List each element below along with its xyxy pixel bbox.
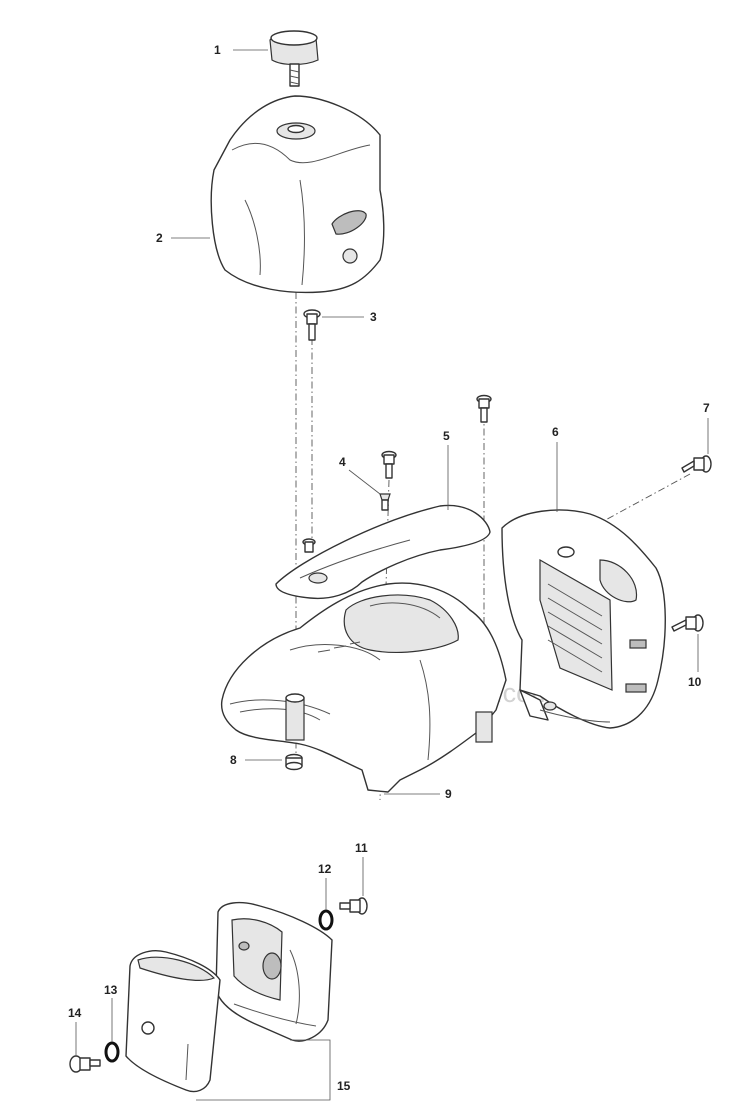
callout-12: 12 xyxy=(318,862,332,876)
callout-15: 15 xyxy=(337,1079,351,1093)
screws-top xyxy=(302,394,492,553)
leader-lines xyxy=(75,49,709,1101)
callout-1: 1 xyxy=(214,43,221,57)
part-11-screw xyxy=(339,897,368,915)
part-14-screw xyxy=(69,1055,101,1073)
callout-14: 14 xyxy=(68,1006,82,1020)
callouts: 1 2 3 4 5 6 7 8 9 10 11 12 13 14 15 xyxy=(68,43,710,1093)
part-7-screw xyxy=(681,455,712,473)
callout-8: 8 xyxy=(230,753,237,767)
part-8-spacer xyxy=(285,753,303,771)
callout-9: 9 xyxy=(445,787,452,801)
callout-10: 10 xyxy=(688,675,702,689)
part-10-screw xyxy=(671,614,704,632)
callout-7: 7 xyxy=(703,401,710,415)
part-1-cap xyxy=(269,30,319,87)
callout-11: 11 xyxy=(355,841,368,855)
part-5-handle-plate xyxy=(275,504,491,600)
callout-13: 13 xyxy=(104,983,118,997)
part-13-o-ring xyxy=(104,1041,120,1063)
part-3-screw xyxy=(303,309,321,341)
part-12-o-ring xyxy=(318,909,334,931)
part-15-cover-front xyxy=(125,950,221,1093)
callout-5: 5 xyxy=(443,429,450,443)
callout-3: 3 xyxy=(370,310,377,324)
part-15-housing-back xyxy=(215,901,333,1042)
callout-2: 2 xyxy=(156,231,163,245)
part-6-side-cover xyxy=(501,509,666,729)
part-2-upper-cover xyxy=(210,95,385,294)
callout-6: 6 xyxy=(552,425,559,439)
callout-4: 4 xyxy=(339,455,346,469)
main-housing xyxy=(220,582,507,793)
